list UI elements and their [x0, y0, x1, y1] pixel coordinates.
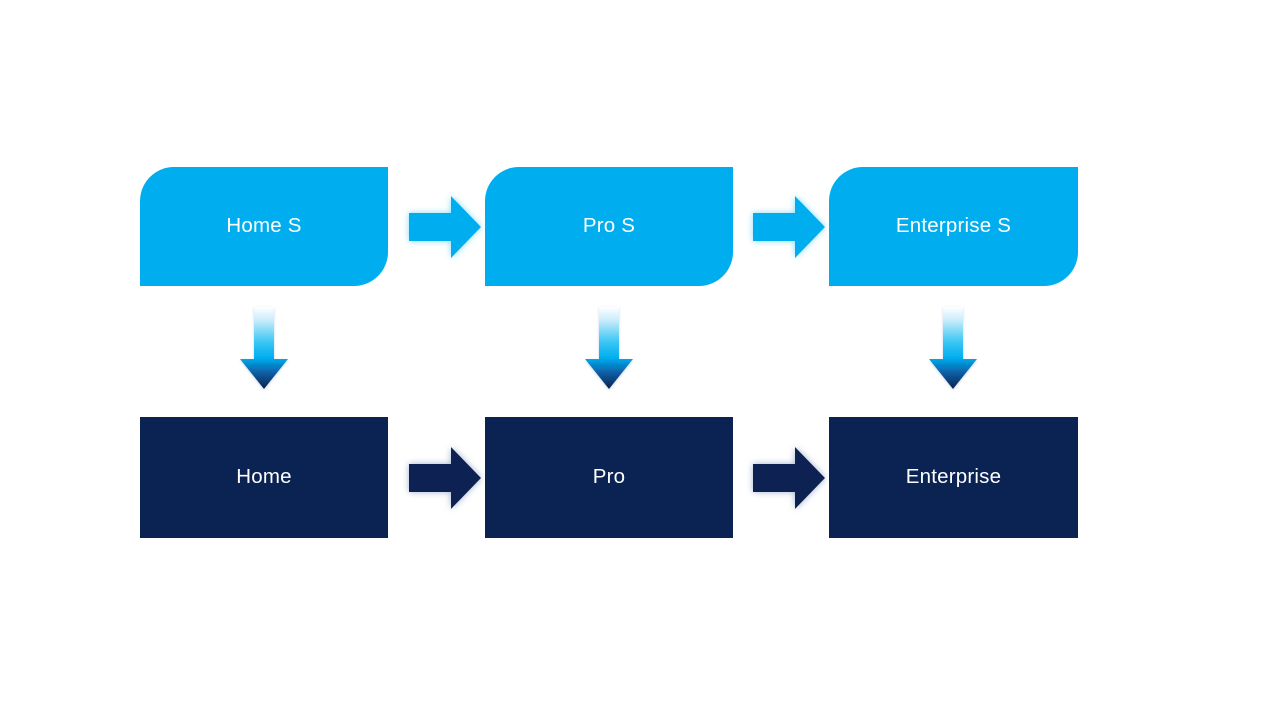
- node-home[interactable]: Home: [140, 417, 388, 538]
- node-pro[interactable]: Pro: [485, 417, 733, 538]
- service-arrow-2: [753, 196, 825, 258]
- node-enterprise-label: Enterprise: [905, 465, 1002, 489]
- node-pro-s[interactable]: Pro S: [485, 167, 733, 286]
- node-pro-s-label: Pro S: [582, 214, 636, 238]
- node-home-s-label: Home S: [226, 214, 302, 238]
- node-home-s[interactable]: Home S: [140, 167, 388, 286]
- product-arrow-1: [409, 447, 481, 509]
- node-home-label: Home: [236, 465, 292, 489]
- node-enterprise[interactable]: Enterprise: [829, 417, 1078, 538]
- down-arrow-2: [585, 307, 633, 389]
- down-arrow-3: [929, 307, 977, 389]
- node-enterprise-s[interactable]: Enterprise S: [829, 167, 1078, 286]
- node-pro-label: Pro: [592, 465, 626, 489]
- service-arrow-1: [409, 196, 481, 258]
- product-arrow-2: [753, 447, 825, 509]
- node-enterprise-s-label: Enterprise S: [895, 214, 1012, 238]
- down-arrow-1: [240, 307, 288, 389]
